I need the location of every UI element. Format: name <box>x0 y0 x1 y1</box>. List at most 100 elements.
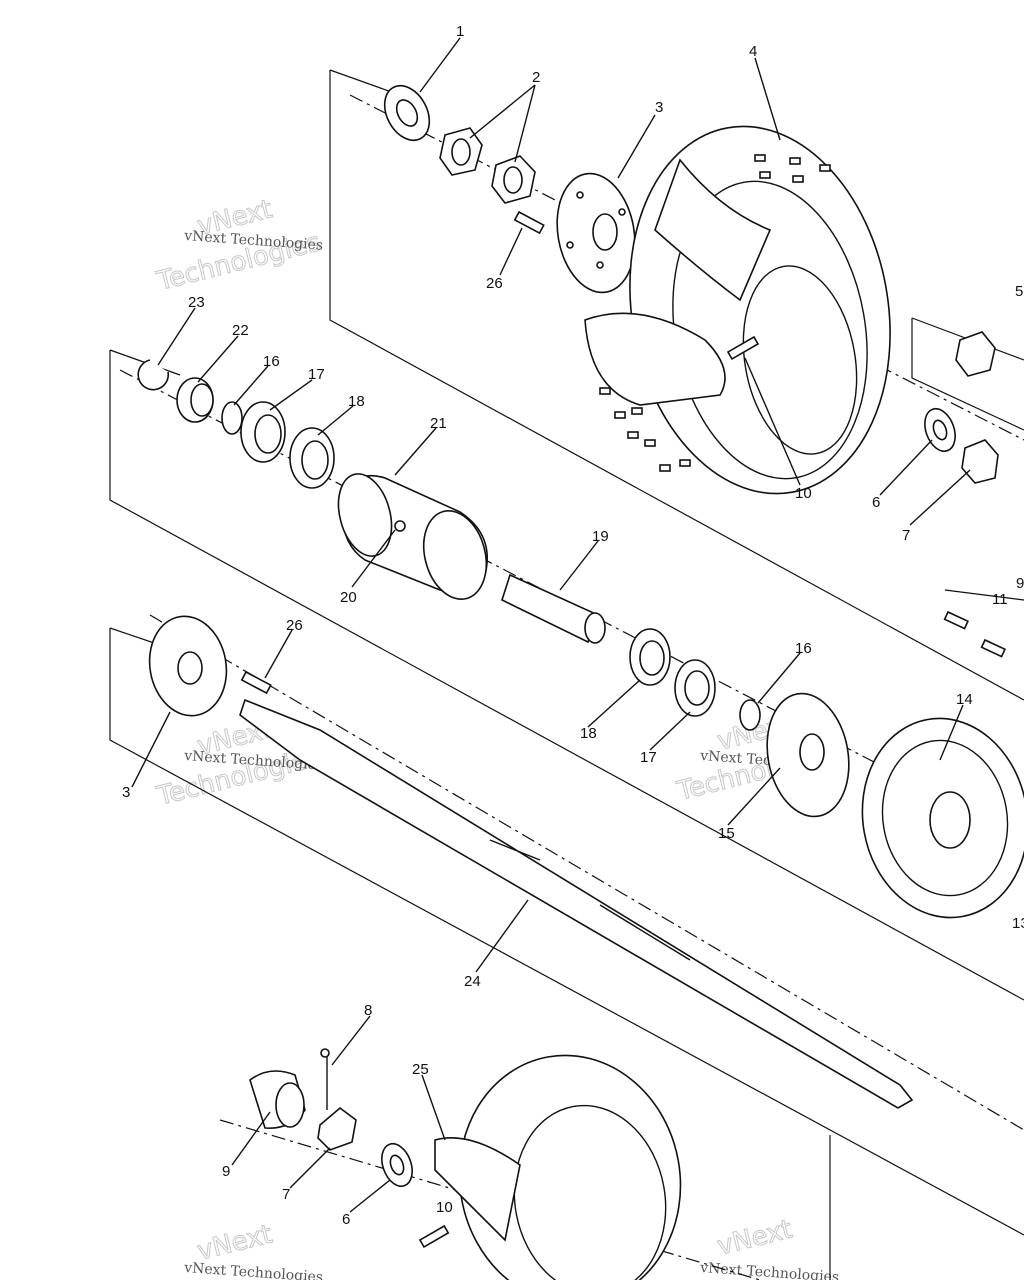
callout-10-upper: 10 <box>795 485 812 502</box>
callout-16-upper: 16 <box>263 353 280 370</box>
hub-flange-bolt-hole <box>596 261 604 269</box>
callout-17-lower: 17 <box>640 749 657 766</box>
frame-axle <box>109 628 1024 1236</box>
castle-nut-part-7b <box>317 1106 357 1151</box>
callout-21: 21 <box>430 415 447 432</box>
grease-fitting-part-20 <box>394 520 406 532</box>
stud-part-10b <box>418 1224 450 1249</box>
frame-housing <box>109 350 1024 1001</box>
frame-sprocket-top <box>944 589 1024 601</box>
wheel-tire-part-4 <box>629 125 891 495</box>
callout-13: 13 <box>1012 915 1024 932</box>
hub-flange-part-3b-center <box>177 651 203 685</box>
frame-upper-hub <box>329 70 1024 701</box>
callout-25: 25 <box>412 1061 429 1078</box>
axle-housing-right-flange <box>422 510 488 600</box>
callout-1: 1 <box>456 23 464 40</box>
axle-step-1 <box>489 839 541 861</box>
stud-part-10a <box>726 335 760 361</box>
callout-15: 15 <box>718 825 735 842</box>
callout-7-lower: 7 <box>282 1186 290 1203</box>
hub-flange-bolt-hole <box>566 241 574 249</box>
housing-assembly <box>137 359 761 731</box>
callout-22: 22 <box>232 322 249 339</box>
wheel-rim-inner <box>742 265 858 455</box>
wheel-tire-part-25 <box>458 1054 682 1280</box>
castle-nut-part-7a <box>961 439 999 484</box>
callout-6-upper: 6 <box>872 494 880 511</box>
bearing-part-18b-bore <box>639 640 665 676</box>
axle-assembly <box>148 610 1024 1109</box>
callout-2: 2 <box>532 69 540 86</box>
spacer-tube-part-19 <box>501 573 600 644</box>
hub-flange-bolt-hole <box>618 208 626 216</box>
axle-spline-mid <box>599 904 691 961</box>
sprocket-center-hole <box>929 791 971 849</box>
seal-part-17a-bore <box>254 414 282 454</box>
leader-lines <box>131 37 971 1213</box>
callout-10-lower: 10 <box>436 1199 453 1216</box>
axle-shaft-part-24 <box>239 698 914 1109</box>
nut-part-2b-hole <box>503 166 523 194</box>
bolt-part-26b <box>240 670 272 695</box>
assembly-frames <box>109 69 1024 1280</box>
tread-blocks <box>599 154 831 472</box>
lower-wheel-assembly <box>249 1048 682 1280</box>
watermark-vnext-6: vNext <box>714 1214 795 1261</box>
bolt-part-11a <box>943 610 970 630</box>
cotter-pin-head <box>320 1048 330 1058</box>
callout-7-upper: 7 <box>902 527 910 544</box>
callout-24: 24 <box>464 973 481 990</box>
callout-8: 8 <box>364 1002 372 1019</box>
callout-18-lower: 18 <box>580 725 597 742</box>
callout-18-upper: 18 <box>348 393 365 410</box>
sprocket-hub-part-15-center <box>799 733 825 771</box>
bushing-part-22-bore <box>190 383 214 417</box>
wheel-cutaway-lower-left <box>434 1137 521 1242</box>
nut-part-5 <box>955 331 996 377</box>
callout-labels: 1 2 3 4 5 26 10 6 7 23 22 16 17 18 21 20… <box>122 23 1024 1228</box>
callout-20: 20 <box>340 589 357 606</box>
callout-3-upper: 3 <box>655 99 663 116</box>
wheel-rim-lower <box>513 1104 667 1280</box>
watermark-vnext-5: vNext <box>194 1219 275 1266</box>
wheel-cutaway-upper <box>654 158 772 302</box>
washer-part-6a-hole <box>932 419 948 441</box>
callout-19: 19 <box>592 528 609 545</box>
callout-3-lower: 3 <box>122 784 130 801</box>
wheel-cutaway-lower <box>584 312 726 406</box>
callout-5: 5 <box>1015 283 1023 300</box>
callout-17-upper: 17 <box>308 366 325 383</box>
callout-9-lower: 9 <box>222 1163 230 1180</box>
o-ring-part-16a <box>221 401 243 435</box>
callout-6-lower: 6 <box>342 1211 350 1228</box>
washer-part-1-hole <box>395 99 419 127</box>
callout-23: 23 <box>188 294 205 311</box>
frame-right-nut <box>911 318 1024 431</box>
seal-part-17b-bore <box>684 670 710 706</box>
centerline-axle <box>149 614 1024 1131</box>
bolt-part-26a <box>513 210 545 235</box>
callout-14: 14 <box>956 691 973 708</box>
upper-wheel-assembly <box>383 84 999 495</box>
callout-16-lower: 16 <box>795 640 812 657</box>
callout-11: 11 <box>992 591 1008 608</box>
callout-4: 4 <box>749 43 757 60</box>
snap-ring-part-23 <box>137 359 170 391</box>
watermark-brand-5: vNext Technologies <box>183 1260 324 1280</box>
washer-part-6b-hole <box>389 1154 405 1176</box>
bolt-part-11b <box>980 638 1007 658</box>
sprocket-inner <box>881 739 1009 897</box>
hub-flange-bolt-hole <box>576 191 584 199</box>
bearing-part-18a-bore <box>301 440 329 480</box>
callout-26-upper: 26 <box>486 275 503 292</box>
callout-26-lower: 26 <box>286 617 303 634</box>
cap-part-9b-end <box>275 1082 305 1128</box>
callout-9-right: 9 <box>1016 575 1024 592</box>
o-ring-part-16b <box>739 699 761 731</box>
spacer-tube-end <box>584 612 606 644</box>
hub-flange-part-3a-center <box>592 213 618 251</box>
watermark-brand-6: vNext Technologies <box>699 1260 840 1280</box>
frame-axle-top <box>109 627 161 646</box>
